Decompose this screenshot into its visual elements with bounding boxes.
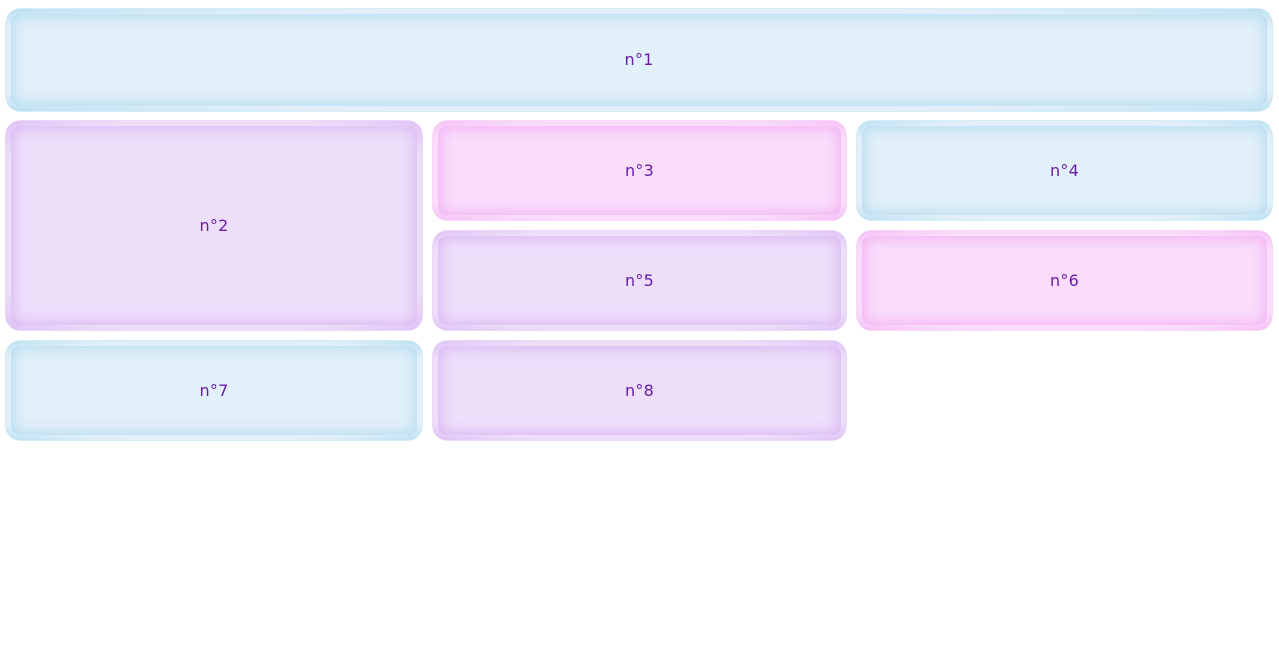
grid-box-5[interactable]: n°5 — [433, 231, 846, 330]
grid-box-label: n°7 — [199, 380, 229, 400]
grid-box-3[interactable]: n°3 — [433, 121, 846, 220]
grid-box-8[interactable]: n°8 — [433, 341, 846, 440]
grid-box-label: n°5 — [625, 270, 654, 290]
grid-box-label: n°3 — [625, 160, 654, 180]
grid-box-label: n°6 — [1050, 270, 1079, 290]
grid-box-label: n°1 — [624, 50, 654, 69]
grid-box-label: n°4 — [1050, 160, 1079, 180]
grid-box-7[interactable]: n°7 — [6, 341, 422, 440]
grid-box-1[interactable]: n°1 — [6, 9, 1272, 111]
grid-box-label: n°2 — [199, 215, 229, 235]
grid-box-2[interactable]: n°2 — [6, 121, 422, 330]
grid-box-4[interactable]: n°4 — [857, 121, 1272, 220]
grid-box-label: n°8 — [625, 380, 654, 400]
grid-box-6[interactable]: n°6 — [857, 231, 1272, 330]
